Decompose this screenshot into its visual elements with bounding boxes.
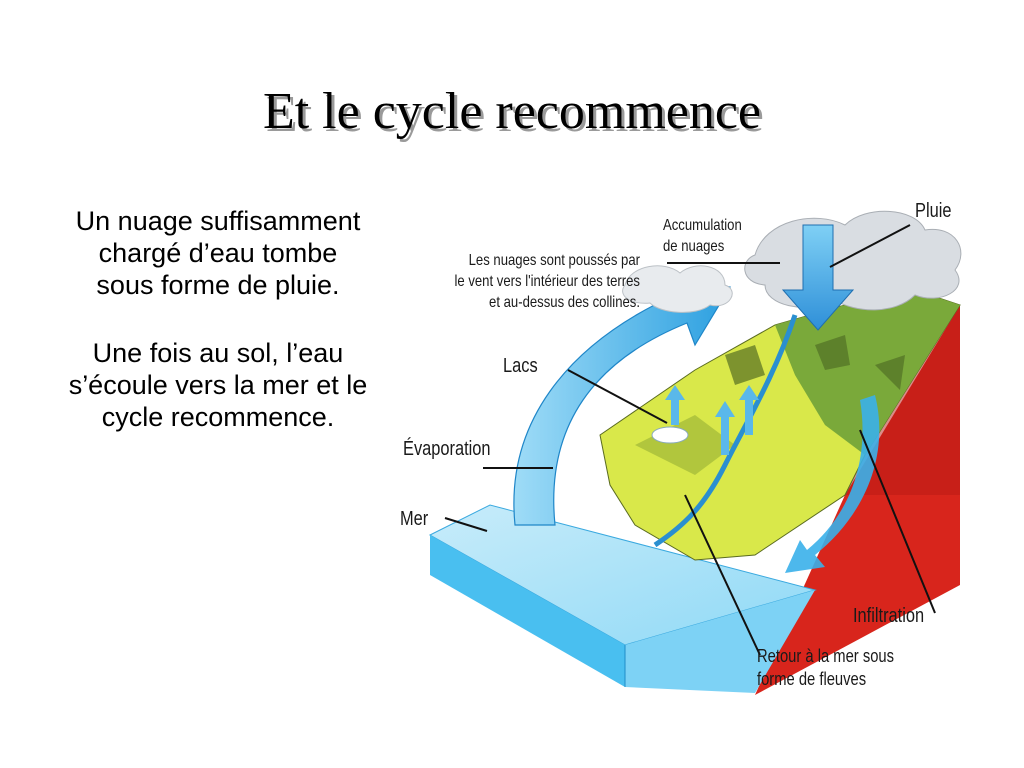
water-cycle-illustration (428, 210, 962, 695)
label-nuages-line-3: et au-dessus des collines. (489, 294, 640, 311)
paragraph-rain: Un nuage suffisamment chargé d’eau tombe… (75, 206, 361, 300)
evaporation-arrow-3 (739, 385, 759, 435)
rain-arrow (781, 224, 855, 331)
cloud (744, 210, 962, 311)
evaporation-arrow-1 (665, 385, 685, 425)
label-pluie: Pluie (915, 200, 952, 222)
label-accumulation-line-1: Accumulation (663, 217, 742, 234)
label-accumulation-line-2: de nuages (663, 238, 725, 255)
label-evaporation: Évaporation (403, 438, 491, 460)
paragraph-flow: Une fois au sol, l’eau s’écoule vers la … (68, 338, 368, 432)
evaporation-arrow-2 (715, 401, 735, 455)
label-retour: Retour à la mer sous forme de fleuves (757, 645, 894, 691)
label-retour-line-1: Retour à la mer sous (757, 646, 895, 666)
body-text: Un nuage suffisamment chargé d’eau tombe… (68, 205, 368, 469)
label-nuages-line-2: le vent vers l'intérieur des terres (454, 273, 640, 290)
label-nuages-pousses: Les nuages sont poussés par le vent vers… (427, 250, 640, 313)
sea-side (625, 590, 815, 693)
infiltration-arrow (785, 395, 880, 573)
label-accumulation: Accumulation de nuages (663, 215, 742, 257)
label-mer: Mer (400, 508, 429, 530)
label-lacs: Lacs (503, 355, 538, 377)
label-nuages-line-1: Les nuages sont poussés par (468, 252, 640, 269)
river (653, 314, 798, 548)
label-retour-line-2: forme de fleuves (757, 669, 867, 689)
water-cycle-diagram: Accumulation de nuages Pluie Les nuages … (395, 195, 975, 705)
leader-lines (444, 224, 936, 656)
sea-front (430, 535, 625, 687)
label-infiltration: Infiltration (853, 605, 925, 627)
slide-title: Et le cycle recommence (262, 83, 762, 140)
lake (651, 426, 689, 444)
